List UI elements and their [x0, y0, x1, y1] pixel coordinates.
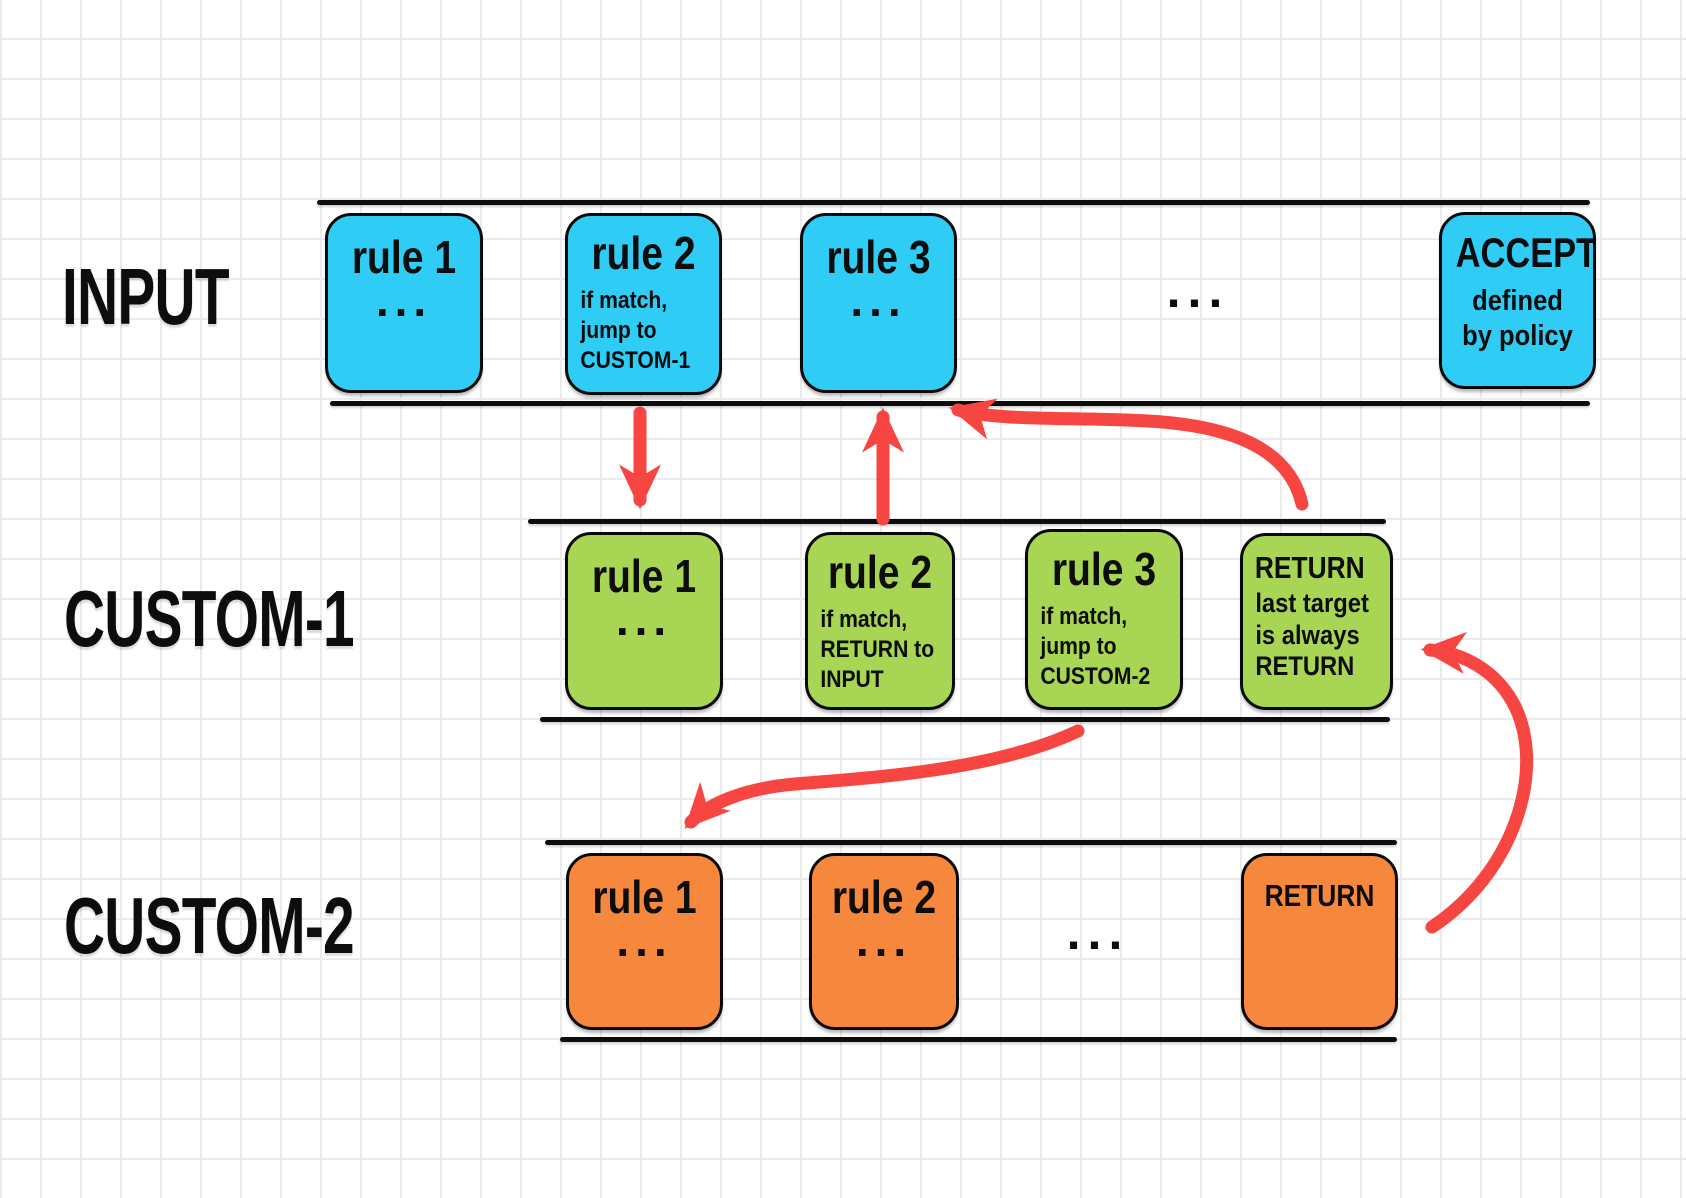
- input-rule-2-box: rule 2 if match, jump to CUSTOM-1: [565, 213, 722, 395]
- rule-title: rule 1: [351, 231, 457, 283]
- arrow-jump-custom1-rule3-to-custom2: [684, 724, 1085, 829]
- return-title: RETURN: [1264, 878, 1375, 913]
- rule-description: if match, RETURN to INPUT: [820, 605, 935, 693]
- custom2-rule-2-box: rule 2 ...: [809, 853, 959, 1030]
- rule-title: rule 1: [592, 871, 697, 923]
- chain-label-custom2: CUSTOM-2: [64, 881, 355, 970]
- input-chain-top-line: [317, 200, 1590, 205]
- rule-ellipsis: ...: [616, 913, 673, 966]
- arrow-return-custom2-end-to-custom1: [1420, 631, 1534, 934]
- return-description: last target is always RETURN: [1255, 587, 1369, 682]
- custom2-chain-ellipsis: ...: [1066, 904, 1130, 960]
- chain-label-input: INPUT: [62, 252, 230, 341]
- chain-label-custom1: CUSTOM-1: [64, 574, 355, 663]
- custom2-chain-top-line: [545, 840, 1397, 845]
- accept-title: ACCEPT: [1455, 229, 1596, 276]
- rule-title: rule 2: [591, 227, 696, 279]
- custom1-return-box: RETURN last target is always RETURN: [1240, 533, 1393, 710]
- input-rule-1-box: rule 1 ...: [325, 213, 483, 393]
- arrow-return-custom1-end-to-input: [948, 398, 1309, 511]
- rule-description: if match, jump to CUSTOM-2: [1040, 602, 1151, 690]
- rule-ellipsis: ...: [375, 273, 433, 326]
- rule-title: rule 3: [826, 231, 931, 283]
- accept-description: defined by policy: [1462, 285, 1573, 352]
- rule-title: rule 2: [831, 871, 937, 923]
- return-title: RETURN: [1254, 550, 1365, 585]
- custom2-return-box: RETURN: [1241, 853, 1398, 1030]
- custom1-rule-1-box: rule 1 ...: [565, 532, 723, 710]
- rule-description: if match, jump to CUSTOM-1: [580, 286, 691, 374]
- input-chain-ellipsis: ...: [1166, 262, 1230, 318]
- rule-ellipsis: ...: [850, 273, 907, 326]
- rule-title: rule 1: [591, 550, 697, 602]
- input-chain-bottom-line: [330, 401, 1590, 406]
- custom2-chain-bottom-line: [560, 1037, 1397, 1042]
- rule-title: rule 2: [827, 546, 933, 598]
- custom1-rule-3-box: rule 3 if match, jump to CUSTOM-2: [1025, 529, 1183, 710]
- custom1-chain-top-line: [528, 519, 1386, 524]
- custom2-rule-1-box: rule 1 ...: [566, 853, 723, 1030]
- rule-ellipsis: ...: [615, 592, 673, 645]
- custom1-rule-2-box: rule 2 if match, RETURN to INPUT: [805, 532, 955, 710]
- input-accept-box: ACCEPT defined by policy: [1439, 212, 1596, 389]
- rule-ellipsis: ...: [855, 913, 913, 966]
- input-rule-3-box: rule 3 ...: [800, 213, 957, 393]
- rule-title: rule 3: [1051, 543, 1157, 595]
- custom1-chain-bottom-line: [540, 717, 1390, 722]
